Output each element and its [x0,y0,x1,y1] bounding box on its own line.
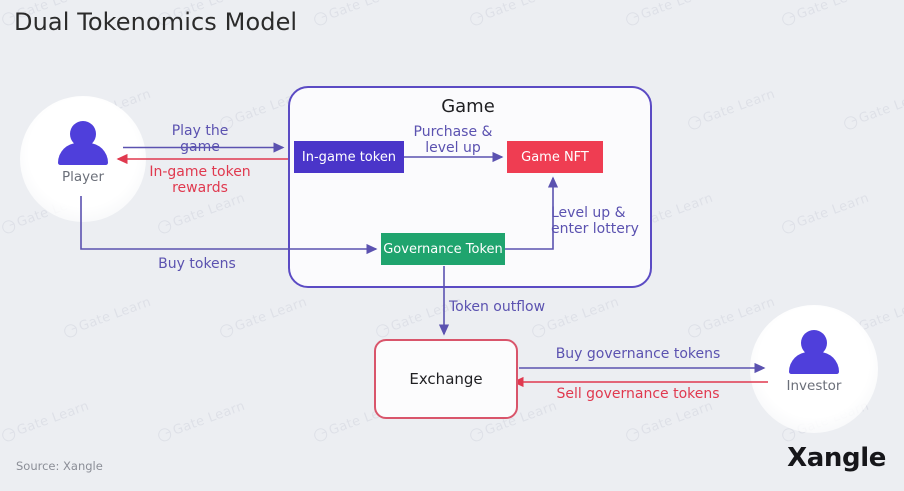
node-in-game-token[interactable]: In-game token [294,141,404,173]
edge-label-play-the-game: Play the game [171,123,229,156]
wire-level-up-enter-lottery [505,176,559,250]
page-title: Dual Tokenomics Model [14,8,298,36]
edge-label-buy-tokens: Buy tokens [158,256,236,272]
edge-label-in-game-token-rewards: In-game token rewards [149,164,251,197]
edge-label-sell-governance-tokens: Sell governance tokens [556,386,720,402]
edge-label-token-outflow: Token outflow [449,299,546,315]
edge-label-buy-governance-tokens: Buy governance tokens [555,346,721,362]
source-caption: Source: Xangle [16,459,103,473]
game-title: Game [441,96,495,117]
actor-player[interactable]: Player [55,121,111,185]
edge-label-level-up-and-enter-lottery: Level up & enter lottery [551,205,639,238]
edge-label-purchase-and-level-up: Purchase & level up [413,124,493,157]
node-game-nft[interactable]: Game NFT [507,141,603,173]
player-label: Player [61,169,104,185]
node-governance-token[interactable]: Governance Token [381,233,505,265]
person-head [801,330,827,356]
person-icon [55,121,111,165]
wire-buy-tokens [80,196,378,255]
brand-logo: Xangle [787,443,886,473]
person-body [789,352,839,374]
person-icon [786,330,842,374]
actor-investor[interactable]: Investor [786,330,842,394]
person-head [70,121,96,147]
node-exchange[interactable]: Exchange [374,339,518,419]
investor-label: Investor [786,378,842,394]
person-body [58,143,108,165]
